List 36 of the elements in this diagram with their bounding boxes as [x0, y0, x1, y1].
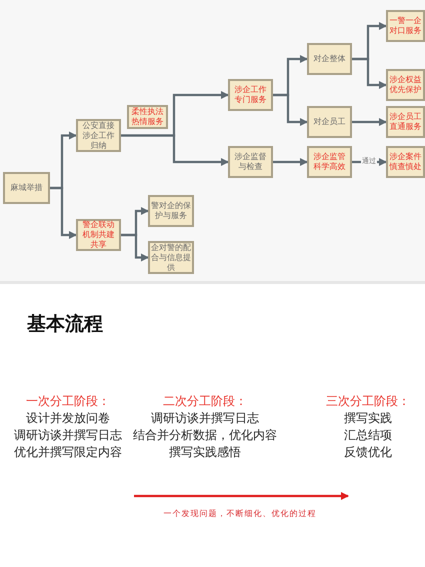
stage-task: 设计并发放问卷	[26, 410, 110, 426]
stage-task: 撰写实践	[344, 410, 392, 426]
connector-arrow	[50, 186, 77, 239]
stage-task: 调研访谈并撰写日志	[14, 427, 122, 443]
connector-arrow	[352, 58, 387, 89]
topic-box: 涉企工作专门服务	[228, 79, 273, 111]
stage-task: 撰写实践感悟	[169, 444, 241, 460]
stage-heading: 三次分工阶段：	[326, 393, 410, 409]
stage-task: 反馈优化	[344, 444, 392, 460]
topic-box: 涉企案件慎查慎处	[386, 146, 425, 178]
stage-task: 汇总结项	[344, 427, 392, 443]
connector-arrow	[121, 234, 149, 262]
section-title: 基本流程	[27, 312, 103, 337]
handwritten-note: 一个发现问题，不断细化、优化的过程	[164, 508, 316, 519]
stage-task: 优化并撰写限定内容	[14, 444, 122, 460]
connector-arrow	[273, 94, 308, 126]
topic-box: 警对企的保护与服务	[148, 195, 194, 227]
stage-heading: 一次分工阶段：	[26, 393, 110, 409]
topic-box: 涉企权益优先保护	[386, 69, 425, 101]
topic-box: 涉企监管科学高效	[307, 146, 352, 178]
topic-box: 企对警的配合与信息提供	[148, 241, 194, 274]
topic-box: 一警一企对口服务	[386, 10, 425, 42]
topic-box: 警企联动机制共建共享	[76, 219, 121, 251]
topic-box: 公安直接涉企工作归纳	[76, 119, 121, 152]
stage-heading: 二次分工阶段：	[163, 393, 247, 409]
topic-box: 涉企监督与检查	[228, 146, 273, 178]
topic-box: 麻城举措	[3, 172, 50, 204]
connector-arrow	[273, 158, 308, 166]
tag-box: 柔性执法热情服务	[127, 105, 168, 129]
topic-box: 对企整体	[307, 43, 352, 75]
topic-box: 涉企员工直通服务	[386, 106, 425, 138]
connector-arrow	[352, 118, 387, 126]
topic-box: 对企员工	[307, 106, 352, 138]
stage-task: 调研访谈并撰写日志	[151, 410, 259, 426]
connector-arrow	[121, 134, 229, 166]
stage-task: 结合并分析数据，优化内容	[133, 427, 277, 443]
